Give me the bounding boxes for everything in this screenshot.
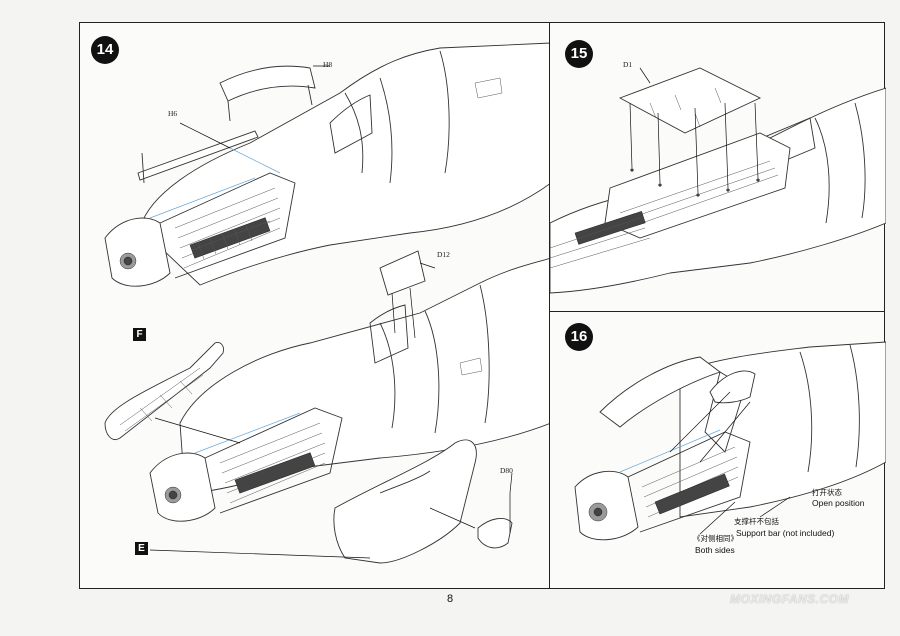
subassembly-e-tag: E [135, 542, 148, 555]
watermark: MOXINGFANS.COM [730, 592, 850, 606]
part-label-h6: H6 [168, 109, 178, 118]
step-15-drawing [550, 67, 886, 294]
step-16-drawing [574, 341, 886, 541]
step-number-badge: 16 [565, 323, 593, 351]
part-label-d12: D12 [437, 250, 450, 259]
part-label-d1: D1 [623, 60, 633, 69]
note-open-position-en: Open position [812, 498, 865, 508]
subassembly-f-tag: F [133, 328, 146, 341]
step-14-drawing [104, 42, 551, 564]
note-support-bar-cn: 支撑杆不包括 [734, 517, 779, 526]
step-15-panel: 15 D1 [549, 22, 886, 312]
note-open-position-cn: 打开状态 [812, 488, 842, 497]
part-label-h8: H8 [323, 60, 333, 69]
part-label-d80: D80 [500, 466, 513, 475]
note-support-bar-en: Support bar (not included) [736, 528, 835, 538]
page-number: 8 [446, 593, 454, 605]
step-14-panel: 14 H8 H6 D12 D80 F E [79, 22, 551, 589]
step-number-badge: 15 [565, 40, 593, 68]
note-both-sides-cn: 《对侧相同》 [693, 534, 738, 543]
step-16-panel: 16 打开状态 Open position 支撑杆不包括 Support bar… [549, 311, 886, 589]
note-both-sides-en: Both sides [695, 545, 735, 555]
step-number-badge: 14 [91, 36, 119, 64]
